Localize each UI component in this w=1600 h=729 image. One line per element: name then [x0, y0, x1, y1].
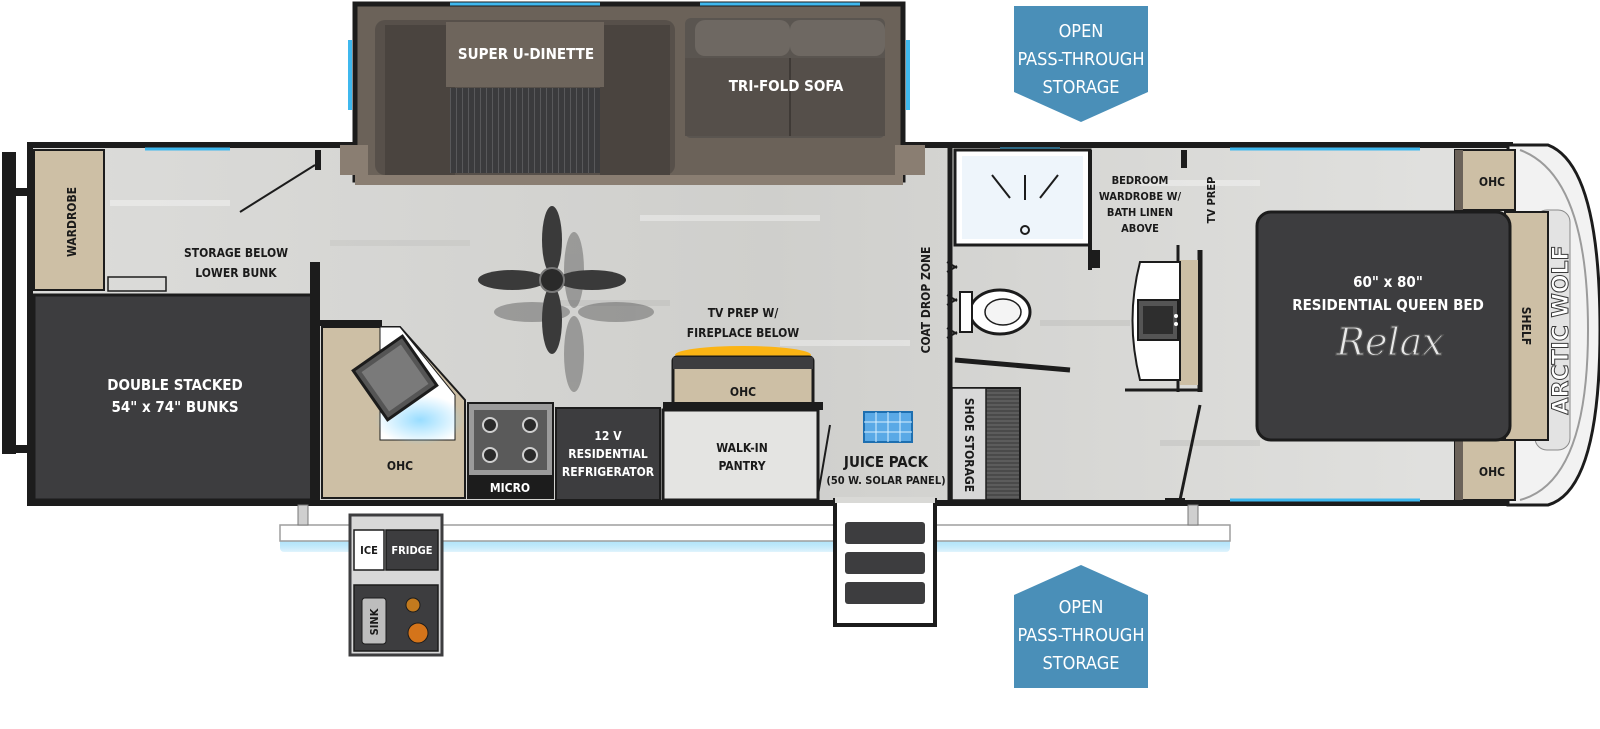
- super-u-dinette: SUPER U-DINETTE: [375, 20, 675, 175]
- refrigerator-line-1: 12 V: [594, 429, 622, 443]
- walk-in-pantry: WALK-IN PANTRY: [661, 408, 831, 502]
- coat-drop-zone-label: COAT DROP ZONE: [919, 247, 933, 354]
- pass-through-storage-callout-bottom: OPEN PASS-THROUGH STORAGE: [1014, 565, 1148, 688]
- toilet-icon: [959, 288, 1032, 336]
- juice-pack-line-1: JUICE PACK: [843, 453, 929, 471]
- outdoor-kitchen: ICE FRIDGE SINK: [348, 513, 444, 657]
- brand-logo: ARCTIC WOLF: [1549, 245, 1574, 414]
- storage-below-line-2: LOWER BUNK: [195, 266, 277, 280]
- storage-below-bunk: STORAGE BELOW LOWER BUNK: [107, 164, 316, 292]
- ice-label: ICE: [360, 544, 378, 557]
- entry-steps: [833, 498, 937, 627]
- callout-top-line-2: PASS-THROUGH: [1017, 49, 1144, 70]
- pantry-line-2: PANTRY: [718, 459, 765, 473]
- awning-led-strip: [279, 504, 1231, 552]
- kitchen-sink: [351, 334, 439, 422]
- refrigerator-line-2: RESIDENTIAL: [568, 447, 648, 461]
- juice-pack-line-2: (50 W. SOLAR PANEL): [826, 474, 945, 487]
- range-cooktop: MICRO: [467, 402, 554, 499]
- callout-bottom-line-1: OPEN: [1059, 597, 1104, 618]
- sink-label: SINK: [368, 608, 381, 635]
- kitchen-ohc-label: OHC: [387, 459, 413, 473]
- fireplace: OHC TV PREP W/ FIREPLACE BELOW: [671, 306, 815, 411]
- ohc-bottom-label: OHC: [1479, 465, 1505, 479]
- bedroom-wardrobe-line-1: BEDROOM: [1112, 174, 1169, 187]
- fridge-label: FRIDGE: [391, 544, 432, 557]
- ohc-top-label: OHC: [1479, 175, 1505, 189]
- coat-hooks-icon: [946, 261, 958, 339]
- callout-bottom-line-2: PASS-THROUGH: [1017, 625, 1144, 646]
- entry-door-opening: [835, 497, 935, 503]
- shoe-storage: SHOE STORAGE: [951, 387, 1021, 501]
- tv-prep-line-2: FIREPLACE BELOW: [687, 326, 800, 340]
- bedroom-wardrobe: BEDROOM WARDROBE W/ BATH LINEN ABOVE TV …: [1099, 150, 1218, 235]
- kitchen-counter: OHC: [321, 326, 466, 499]
- pantry-line-1: WALK-IN: [716, 441, 767, 455]
- wood-floor-texture: [110, 180, 1260, 446]
- bedroom-tv-prep-label: TV PREP: [1205, 177, 1218, 224]
- bedroom-wardrobe-line-3: BATH LINEN: [1107, 206, 1173, 219]
- interior-walls: [315, 150, 1100, 410]
- bedroom-wardrobe-line-2: WARDROBE W/: [1099, 190, 1182, 203]
- wardrobe-label: WARDROBE: [65, 187, 79, 257]
- super-dinette-label: SUPER U-DINETTE: [458, 45, 594, 63]
- tri-fold-sofa: TRI-FOLD SOFA: [685, 18, 885, 138]
- bedroom: OHC OHC SHELF 60" x 80" RESIDENTIAL QUEE…: [1255, 149, 1549, 501]
- solar-panel-icon: [863, 411, 913, 443]
- tri-fold-sofa-label: TRI-FOLD SOFA: [729, 77, 844, 95]
- bedroom-wardrobe-line-4: ABOVE: [1121, 222, 1159, 235]
- storage-below-line-1: STORAGE BELOW: [184, 246, 288, 260]
- callout-bottom-line-3: STORAGE: [1043, 653, 1120, 674]
- bunks-line-2: 54" x 74" BUNKS: [111, 398, 238, 416]
- relax-logo: Relax: [1335, 320, 1443, 364]
- shoe-storage-label: SHOE STORAGE: [962, 398, 976, 492]
- refrigerator-line-3: REFRIGERATOR: [562, 465, 655, 479]
- pass-through-storage-callout-top: OPEN PASS-THROUGH STORAGE: [1014, 6, 1148, 122]
- bed-type-label: RESIDENTIAL QUEEN BED: [1292, 296, 1484, 314]
- micro-label: MICRO: [490, 481, 530, 495]
- callout-top-line-3: STORAGE: [1043, 77, 1120, 98]
- tv-prep-line-1: TV PREP W/: [708, 306, 779, 320]
- wardrobe: WARDROBE: [33, 149, 105, 291]
- vanity: [1125, 245, 1203, 502]
- refrigerator: 12 V RESIDENTIAL REFRIGERATOR: [555, 407, 661, 501]
- bathroom: COAT DROP ZONE: [919, 145, 1092, 505]
- vanity-sink-icon: [1137, 299, 1179, 341]
- double-bunks: DOUBLE STACKED 54" x 74" BUNKS: [32, 262, 320, 502]
- fireplace-ohc-label: OHC: [730, 385, 756, 399]
- rear-bumper: [2, 152, 30, 454]
- ceiling-fan-icon: [478, 206, 654, 392]
- juice-pack: JUICE PACK (50 W. SOLAR PANEL): [826, 411, 946, 487]
- shelf-label: SHELF: [1519, 307, 1533, 345]
- callout-top-line-1: OPEN: [1059, 21, 1104, 42]
- bunks-line-1: DOUBLE STACKED: [107, 376, 242, 394]
- bed-size-label: 60" x 80": [1353, 273, 1423, 291]
